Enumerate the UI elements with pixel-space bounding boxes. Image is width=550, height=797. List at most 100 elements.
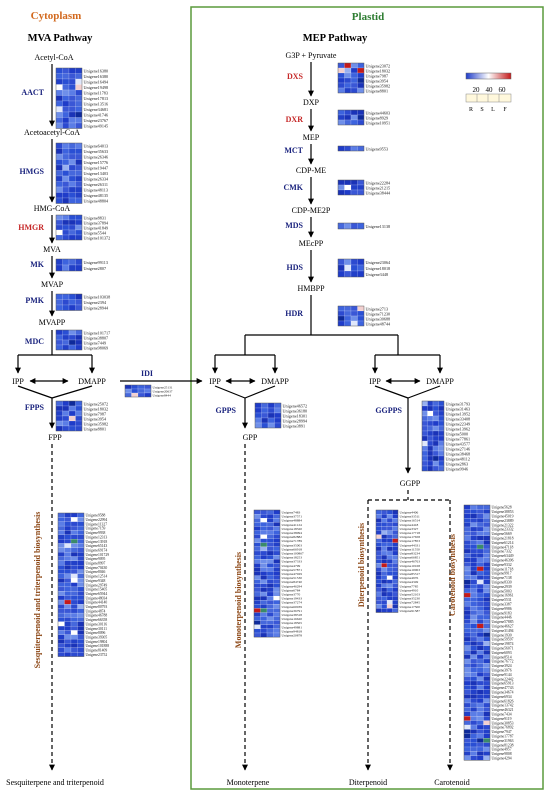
heatmap-cell [70,582,78,588]
heatmap-cell [64,604,72,609]
gene-label: Unigene57885 [492,620,514,624]
heatmap-cell [483,729,491,734]
heatmap-cell [64,578,72,583]
heatmap-cell [392,555,399,560]
heatmap-cell [75,148,83,155]
heatmap-cell [381,518,388,523]
gene-label: Unigene23889 [492,519,514,523]
heatmap-cell [57,621,65,627]
heatmap-cell [375,571,382,576]
gene-label: Unigene36180 [283,408,308,413]
heatmap-cell [392,542,399,547]
heatmap-cell [64,612,72,618]
legend-col-l: L [491,107,495,113]
heatmap-cell [470,509,478,514]
heatmap-cell [386,514,393,519]
gene-label: Unigene46627 [492,625,514,629]
heatmap-cell [357,310,365,317]
heatmap-cell [470,654,478,660]
heatmap-cell [273,596,281,601]
legend-col-r: R [469,107,473,113]
heatmap-cell [463,570,471,576]
heatmap-cell [57,608,65,614]
heatmap-cell [57,565,65,570]
heatmap-cell [386,538,393,543]
heatmap-cell [253,563,261,568]
heatmap-cell [253,624,261,629]
heatmap-diter: Unigene4406Unigene33511Unigene16514Unige… [375,509,421,613]
heatmap-cell [483,601,491,607]
heatmap-cell [476,654,484,660]
heatmap-cell [476,636,484,642]
heatmap-cell [476,645,484,651]
heatmap-cell [70,652,78,657]
enzyme-hdr: HDR [285,309,303,318]
heatmap-cell [273,624,281,629]
heatmap-cell [57,543,65,548]
heatmap-cell [470,562,478,567]
heatmap-cell [57,582,65,588]
heatmap-cell [260,546,268,552]
heatmap-cell [131,392,139,398]
heatmap-cell [438,440,445,447]
heatmap-cell [77,552,85,557]
heatmap-cell [70,621,78,627]
metabolite-cdp-me: CDP-ME [296,166,326,175]
heatmap-cell [470,724,478,730]
heatmap-cell [266,509,274,515]
heatmap-cell [62,186,70,193]
heatmap-cell [260,583,268,588]
heatmap-cell [75,420,83,427]
gene-label: Unigene46572 [283,403,308,408]
heatmap-cell [77,626,85,631]
heatmap-cell [260,567,268,572]
enzyme-mk: MK [30,260,45,269]
heatmap-cell [266,550,274,556]
heatmap-carot: Unigene5628Unigene38853Unigene45019Unige… [463,504,514,761]
heatmap-cell [350,109,358,116]
heatmap-cell [266,522,274,527]
heatmap-cell [470,689,478,695]
heatmap-cell [55,122,63,129]
heatmap-border [254,402,282,429]
heatmap-cell [483,667,491,673]
gene-label: Unigene4406 [400,510,419,514]
heatmap-cell [337,305,345,312]
heatmap-cell [273,550,281,556]
heatmap-cell [75,142,83,149]
gene-label: Unigene38468 [446,451,471,456]
heatmap-cell [463,645,471,651]
heatmap-cell [70,634,78,640]
heatmap-cell [337,87,345,94]
heatmap-cell [70,560,78,566]
heatmap-cell [266,628,274,634]
heatmap-cell [253,530,261,535]
heatmap-cell [463,702,471,708]
gene-label: Unigene47743 [492,686,514,690]
gene-label: Unigene85317 [400,572,421,576]
gene-label: Unigene66918 [282,547,303,551]
heatmap-cell [55,181,63,188]
gene-label: Unigene22349 [446,421,471,426]
heatmap-cell [253,555,261,560]
heatmap-cell [357,67,365,74]
heatmap-cell [254,422,262,429]
heatmap-cell [55,293,63,300]
heatmap-cell [392,526,399,531]
heatmap-cell [273,632,281,638]
heatmap-cell [476,685,484,690]
heatmap-cell [463,663,471,668]
heatmap-cell [476,592,484,598]
heatmap-cell [344,77,352,84]
heatmap-cell [476,667,484,673]
heatmap-cell [432,440,439,447]
heatmap-cell [483,632,491,638]
heatmap-cell [62,78,70,85]
heatmap-cell [253,608,261,613]
heatmap-border [337,305,365,327]
gene-label: Unigene19447 [84,166,109,171]
heatmap-cell [427,410,434,417]
heatmap-cell [77,521,85,527]
heatmap-cell [470,667,478,673]
heatmap-cell [273,583,281,588]
